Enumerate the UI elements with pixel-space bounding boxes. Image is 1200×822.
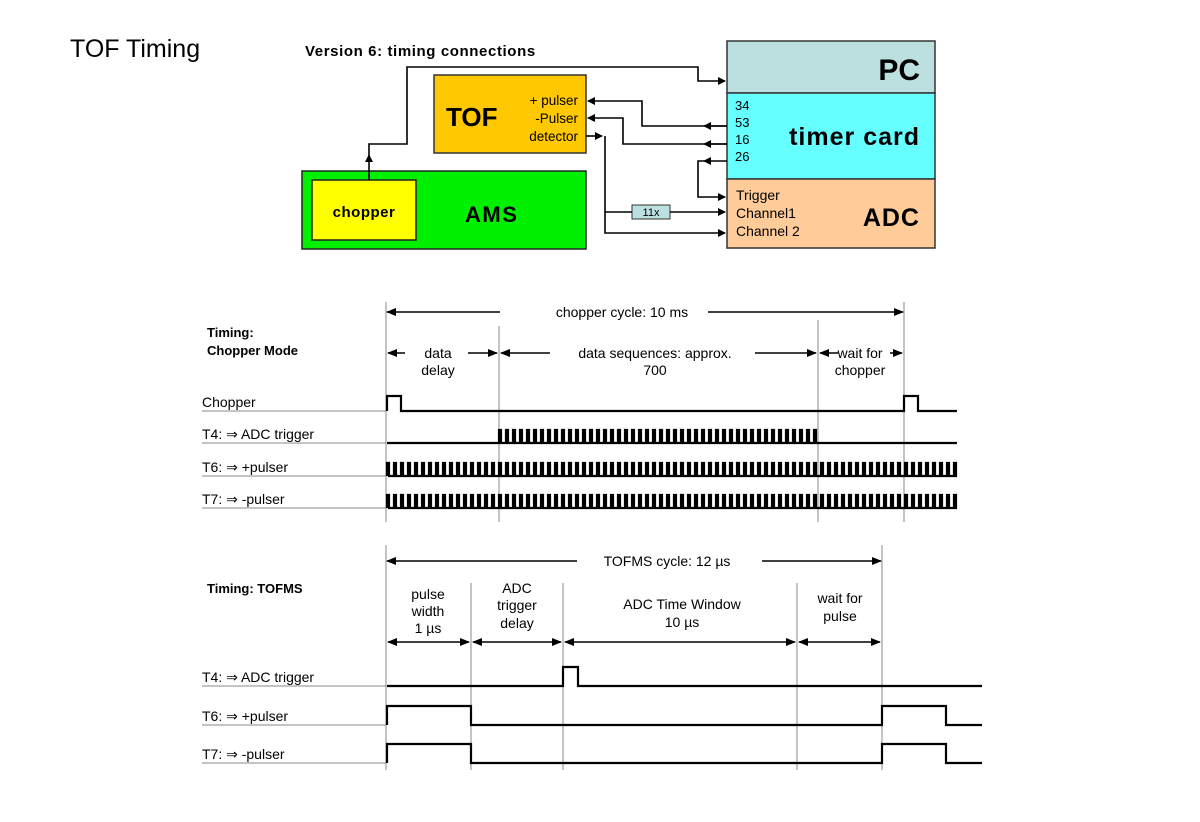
interval-label: chopper <box>835 362 886 378</box>
chopper-cycle-label: chopper cycle: 10 ms <box>556 304 688 320</box>
timer-port: 34 <box>735 98 749 113</box>
connections-title: Version 6: timing connections <box>305 43 536 60</box>
interval-label: 700 <box>643 362 667 378</box>
timer-port: 26 <box>735 149 749 164</box>
wire-timer26-to-adc-trigger <box>697 160 726 201</box>
chopper-block <box>311 179 417 241</box>
interval-label: data <box>424 345 451 361</box>
tofms-guides <box>385 545 883 770</box>
adc-label: ADC <box>863 204 920 232</box>
tof-port: detector <box>529 129 578 144</box>
signal-label: T6: ⇒ +pulser <box>202 708 288 724</box>
interval-label: 1 µs <box>415 620 442 636</box>
interval-label: data sequences: approx. <box>578 345 731 361</box>
amplifier-label: 11x <box>643 207 660 219</box>
waveform-minus-pulser <box>385 493 958 510</box>
interval-label: 10 µs <box>665 614 700 630</box>
signal-underlines <box>202 410 386 509</box>
interval-label: wait for <box>836 345 882 361</box>
waveform-plus-pulser <box>385 704 982 727</box>
ams-label: AMS <box>465 202 518 227</box>
signal-label: T6: ⇒ +pulser <box>202 459 288 475</box>
adc-port: Channel1 <box>736 205 796 221</box>
tof-port: + pulser <box>530 93 579 108</box>
timer-port: 16 <box>735 132 749 147</box>
interval-label: ADC <box>502 580 532 596</box>
signal-label: T7: ⇒ -pulser <box>202 491 285 507</box>
connections-diagram: Version 6: timing connections PC timer c… <box>301 40 936 250</box>
timer-card-label: timer card <box>789 123 920 151</box>
waveform-chopper <box>385 394 957 413</box>
interval-label: wait for <box>816 590 862 606</box>
pc-block <box>726 40 936 94</box>
tof-block <box>433 74 587 154</box>
adc-port: Trigger <box>736 187 780 203</box>
tofms-timing: Timing: TOFMS TOFMS cycle: 12 µs pulse w… <box>202 545 982 770</box>
interval-label: ADC Time Window <box>623 596 741 612</box>
tofms-heading: Timing: TOFMS <box>207 581 303 596</box>
timer-port: 53 <box>735 115 749 130</box>
pc-label: PC <box>878 54 920 87</box>
interval-label: trigger <box>497 597 537 613</box>
interval-label: pulse <box>823 608 857 624</box>
timer-card-block <box>726 92 936 180</box>
interval-label: delay <box>421 362 454 378</box>
chopper-label: chopper <box>333 204 396 221</box>
chopper-mode-timing: Timing: Chopper Mode chopper cycle: 10 m… <box>202 302 958 522</box>
tof-label: TOF <box>446 102 498 132</box>
interval-label: width <box>411 603 445 619</box>
chopper-mode-heading: Timing: <box>207 325 254 340</box>
wire-detector-to-channel2 <box>604 136 726 237</box>
signal-label: T4: ⇒ ADC trigger <box>202 426 314 442</box>
tofms-waveforms <box>385 665 982 765</box>
interval-label: pulse <box>411 586 445 602</box>
wire-timer53-to-pluspulser <box>587 97 727 127</box>
tof-port: -Pulser <box>535 111 578 126</box>
waveform-minus-pulser <box>385 742 982 765</box>
signal-label: Chopper <box>202 394 256 410</box>
chopper-mode-waveforms <box>385 394 958 510</box>
wires <box>365 66 727 237</box>
wire-timer16-to-minuspulser <box>587 114 727 145</box>
interval-label: delay <box>500 615 533 631</box>
adc-block <box>726 178 936 249</box>
waveform-adc-trigger <box>387 665 982 688</box>
signal-underlines <box>202 685 386 764</box>
wire-chopper-to-timer34 <box>368 66 726 155</box>
tofms-cycle-label: TOFMS cycle: 12 µs <box>604 553 731 569</box>
waveform-adc-trigger <box>387 428 957 445</box>
signal-label: T4: ⇒ ADC trigger <box>202 669 314 685</box>
page-title: TOF Timing <box>70 35 200 63</box>
waveform-plus-pulser <box>385 461 958 478</box>
adc-port: Channel 2 <box>736 223 800 239</box>
signal-label: T7: ⇒ -pulser <box>202 746 285 762</box>
chopper-mode-heading: Chopper Mode <box>207 343 298 358</box>
